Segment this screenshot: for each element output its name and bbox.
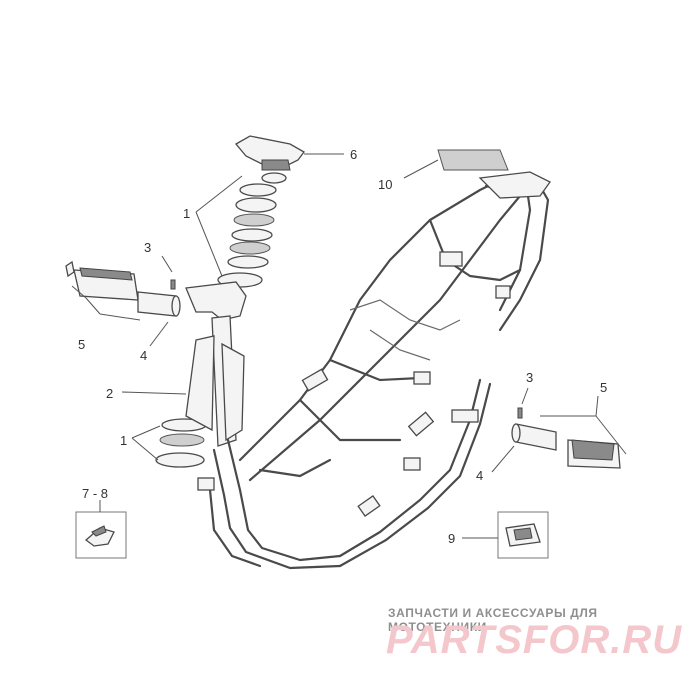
watermark-logo: PARTSFOR.RU bbox=[386, 618, 683, 662]
screw-right-part-3 bbox=[517, 407, 523, 419]
callout-3-left: 3 bbox=[144, 240, 151, 255]
detail-box-parts-7-8 bbox=[75, 511, 127, 559]
callout-7-8: 7 - 8 bbox=[82, 486, 108, 501]
bearing-stack-lower-part-1 bbox=[155, 418, 207, 468]
callout-4-left: 4 bbox=[140, 348, 147, 363]
callouts: 6 1 3 5 4 2 1 10 3 5 4 7 - 8 9 bbox=[78, 147, 607, 546]
callout-4-right: 4 bbox=[476, 468, 483, 483]
callout-10: 10 bbox=[378, 177, 392, 192]
screw-left-part-3 bbox=[170, 279, 176, 290]
steering-cap-part-6 bbox=[235, 135, 305, 184]
callout-5-right: 5 bbox=[600, 380, 607, 395]
footrest-pin-left-part-4 bbox=[137, 291, 181, 317]
callout-3-right: 3 bbox=[526, 370, 533, 385]
bearing-stack-upper-part-1 bbox=[217, 183, 277, 288]
callout-1-upper: 1 bbox=[183, 206, 190, 221]
footrest-pin-right-part-4 bbox=[511, 423, 557, 451]
steering-head-bracket-part-2 bbox=[185, 281, 247, 447]
callout-6: 6 bbox=[350, 147, 357, 162]
footrest-right-part-5 bbox=[567, 439, 621, 469]
callout-1-lower: 1 bbox=[120, 433, 127, 448]
callout-5-left: 5 bbox=[78, 337, 85, 352]
leader-lines bbox=[71, 153, 627, 539]
footrest-left-part-5 bbox=[65, 260, 139, 301]
seat-pad-part-10 bbox=[437, 149, 509, 171]
main-frame bbox=[197, 171, 551, 570]
callout-2: 2 bbox=[106, 386, 113, 401]
watermark-tagline: ЗАПЧАСТИ И АКСЕССУАРЫ ДЛЯ МОТОТЕХНИКИ bbox=[388, 606, 598, 634]
detail-box-part-9 bbox=[497, 511, 549, 559]
callout-9: 9 bbox=[448, 531, 455, 546]
